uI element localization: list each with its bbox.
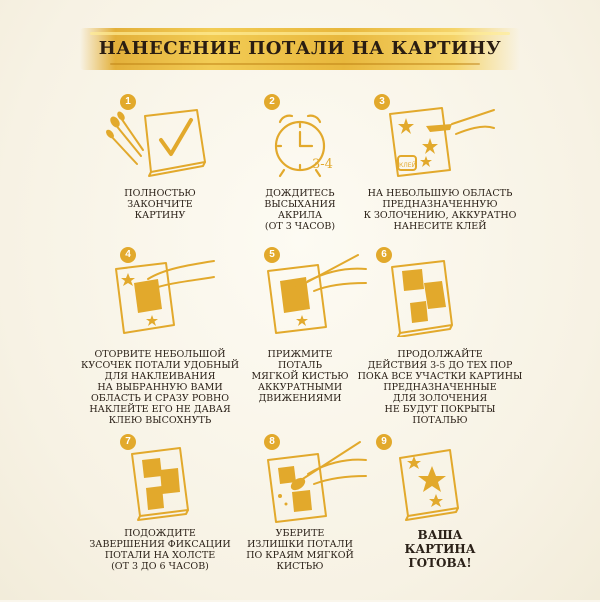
caption-line: ПОТАЛЬ bbox=[278, 360, 322, 371]
step-number-badge: 7 bbox=[120, 434, 136, 450]
page-title: НАНЕСЕНИЕ ПОТАЛИ НА КАРТИНУ bbox=[98, 38, 502, 59]
caption-line: ЗАВЕРШЕНИЯ ФИКСАЦИИ bbox=[89, 539, 231, 550]
canvas-checkmark-brushes-icon bbox=[105, 106, 215, 178]
step-caption: УБЕРИТЕ ИЗЛИШКИ ПОТАЛИ ПО КРАЯМ МЯГКОЙ К… bbox=[210, 528, 390, 572]
caption-line: ДЛЯ ЗОЛОЧЕНИЯ bbox=[392, 393, 488, 404]
step-1: 1 ПОЛНОСТЬЮ ЗАКОНЧИТЕ bbox=[70, 92, 250, 262]
step-number-badge: 4 bbox=[120, 247, 136, 263]
caption-line: ОТОРВИТЕ НЕБОЛЬШОЙ bbox=[94, 349, 226, 360]
step-caption: ПРОДОЛЖАЙТЕ ДЕЙСТВИЯ 3-5 ДО ТЕХ ПОР ПОКА… bbox=[350, 349, 530, 426]
drying-canvas-icon bbox=[124, 442, 200, 522]
caption-line: (ОТ 3 ЧАСОВ) bbox=[264, 221, 336, 232]
step-9: 9 ВАША КАРТИНА ГОТОВА! bbox=[350, 432, 530, 602]
caption-line: ПРОДОЛЖАЙТЕ bbox=[397, 349, 483, 360]
step-number-badge: 9 bbox=[376, 434, 392, 450]
caption-line: НА НЕБОЛЬШУЮ ОБЛАСТЬ bbox=[367, 188, 513, 199]
caption-line: ПОТАЛИ НА ХОЛСТЕ bbox=[104, 550, 216, 561]
step-caption: ВАША КАРТИНА ГОТОВА! bbox=[350, 528, 530, 570]
step-caption: ДОЖДИТЕСЬ ВЫСЫХАНИЯ АКРИЛА (ОТ 3 ЧАСОВ) bbox=[210, 188, 390, 232]
brush-pressing-leaf-icon bbox=[258, 251, 370, 335]
step-number-badge: 1 bbox=[120, 94, 136, 110]
step-number-badge: 3 bbox=[374, 94, 390, 110]
caption-line: ДЛЯ НАКЛЕИВАНИЯ bbox=[104, 371, 216, 382]
caption-line: ДВИЖЕНИЯМИ bbox=[258, 393, 342, 404]
caption-line: ПРЕДНАЗНАЧЕННУЮ bbox=[382, 199, 498, 210]
caption-line: УБЕРИТЕ bbox=[275, 528, 325, 539]
caption-line: (ОТ 3 ДО 6 ЧАСОВ) bbox=[111, 561, 209, 572]
glue-brush-canvas-icon: КЛЕЙ bbox=[386, 104, 498, 180]
hand-applying-leaf-icon bbox=[108, 255, 218, 335]
caption-line: ИЗЛИШКИ ПОТАЛИ bbox=[247, 539, 353, 550]
caption-line: ОБЛАСТЬ И СРАЗУ РОВНО bbox=[90, 393, 230, 404]
caption-line: АКРИЛА bbox=[277, 210, 323, 221]
step-caption: ОТОРВИТЕ НЕБОЛЬШОЙ КУСОЧЕК ПОТАЛИ УДОБНЫ… bbox=[70, 349, 250, 426]
step-number-badge: 6 bbox=[376, 247, 392, 263]
caption-line: НЕ БУДУТ ПОКРЫТЫ bbox=[384, 404, 496, 415]
caption-line: КУСОЧЕК ПОТАЛИ УДОБНЫЙ bbox=[80, 360, 240, 371]
caption-line: ПРЕДНАЗНАЧЕННЫЕ bbox=[383, 382, 497, 393]
caption-line: ПО КРАЯМ МЯГКОЙ bbox=[246, 550, 354, 561]
caption-line: КАРТИНА bbox=[404, 542, 476, 556]
caption-line: ДЕЙСТВИЯ 3-5 ДО ТЕХ ПОР bbox=[367, 360, 513, 371]
step-caption: ПОЛНОСТЬЮ ЗАКОНЧИТЕ КАРТИНУ bbox=[70, 188, 250, 221]
caption-line: АККУРАТНЫМИ bbox=[257, 382, 343, 393]
glue-jar-label: КЛЕЙ bbox=[399, 162, 416, 169]
caption-line: ВАША bbox=[417, 528, 463, 542]
caption-line: КЛЕЮ ВЫСОХНУТЬ bbox=[108, 415, 212, 426]
gold-brushstroke-banner bbox=[80, 28, 520, 70]
step-caption: НА НЕБОЛЬШУЮ ОБЛАСТЬ ПРЕДНАЗНАЧЕННУЮ К З… bbox=[350, 188, 530, 232]
step-7: 7 ПОДОЖДИТЕ ЗАВЕРШЕНИЯ ФИКСАЦИИ ПОТАЛИ Н… bbox=[70, 432, 250, 602]
clock-label: 3-4 bbox=[312, 157, 333, 172]
caption-line: ГОТОВА! bbox=[408, 556, 472, 570]
step-4: 4 ОТОРВИТЕ НЕБОЛЬШОЙ КУСОЧЕК ПОТАЛИ УДОБ… bbox=[70, 245, 250, 426]
brush-removing-excess-icon bbox=[258, 438, 370, 524]
caption-line: НАКЛЕЙТЕ ЕГО НЕ ДАВАЯ bbox=[89, 404, 231, 415]
caption-line: КАРТИНУ bbox=[134, 210, 186, 221]
step-number-badge: 5 bbox=[264, 247, 280, 263]
gilded-canvas-icon bbox=[386, 253, 466, 337]
step-number-badge: 8 bbox=[264, 434, 280, 450]
caption-line: ПОТАЛЬЮ bbox=[412, 415, 468, 426]
step-caption: ПРИЖМИТЕ ПОТАЛЬ МЯГКОЙ КИСТЬЮ АККУРАТНЫМ… bbox=[210, 349, 390, 404]
step-2: 2 3-4 ДОЖДИТЕСЬ ВЫСЫХАНИЯ АКРИЛА bbox=[210, 92, 390, 262]
step-8: 8 УБЕРИТЕ ИЗЛИШКИ ПОТАЛИ bbox=[210, 432, 390, 602]
caption-line: НАНЕСИТЕ КЛЕЙ bbox=[393, 221, 487, 232]
alarm-clock-icon: 3-4 bbox=[266, 104, 342, 180]
step-6: 6 ПРОДОЛЖАЙТЕ ДЕЙСТВИЯ 3-5 ДО ТЕХ ПОР ПО… bbox=[350, 245, 530, 426]
caption-line: НА ВЫБРАННУЮ ВАМИ bbox=[97, 382, 223, 393]
caption-line: ЗАКОНЧИТЕ bbox=[127, 199, 193, 210]
caption-line: ПОЛНОСТЬЮ bbox=[124, 188, 196, 199]
step-3: 3 КЛЕЙ НА НЕБОЛЬШУЮ ОБЛАСТЬ bbox=[350, 92, 530, 262]
caption-line: ПОКА ВСЕ УЧАСТКИ КАРТИНЫ bbox=[357, 371, 523, 382]
step-caption: ПОДОЖДИТЕ ЗАВЕРШЕНИЯ ФИКСАЦИИ ПОТАЛИ НА … bbox=[70, 528, 250, 572]
caption-line: КИСТЬЮ bbox=[276, 561, 324, 572]
caption-line: ДОЖДИТЕСЬ bbox=[265, 188, 335, 199]
finished-canvas-stars-icon bbox=[396, 446, 474, 522]
step-number-badge: 2 bbox=[264, 94, 280, 110]
caption-line: ПРИЖМИТЕ bbox=[267, 349, 333, 360]
caption-line: ПОДОЖДИТЕ bbox=[124, 528, 196, 539]
caption-line: ВЫСЫХАНИЯ bbox=[264, 199, 336, 210]
caption-line: К ЗОЛОЧЕНИЮ, АККУРАТНО bbox=[363, 210, 517, 221]
step-5: 5 ПРИЖМИТЕ ПОТАЛЬ МЯГКОЙ КИСТЬЮ АК bbox=[210, 245, 390, 415]
caption-line: МЯГКОЙ КИСТЬЮ bbox=[251, 371, 349, 382]
